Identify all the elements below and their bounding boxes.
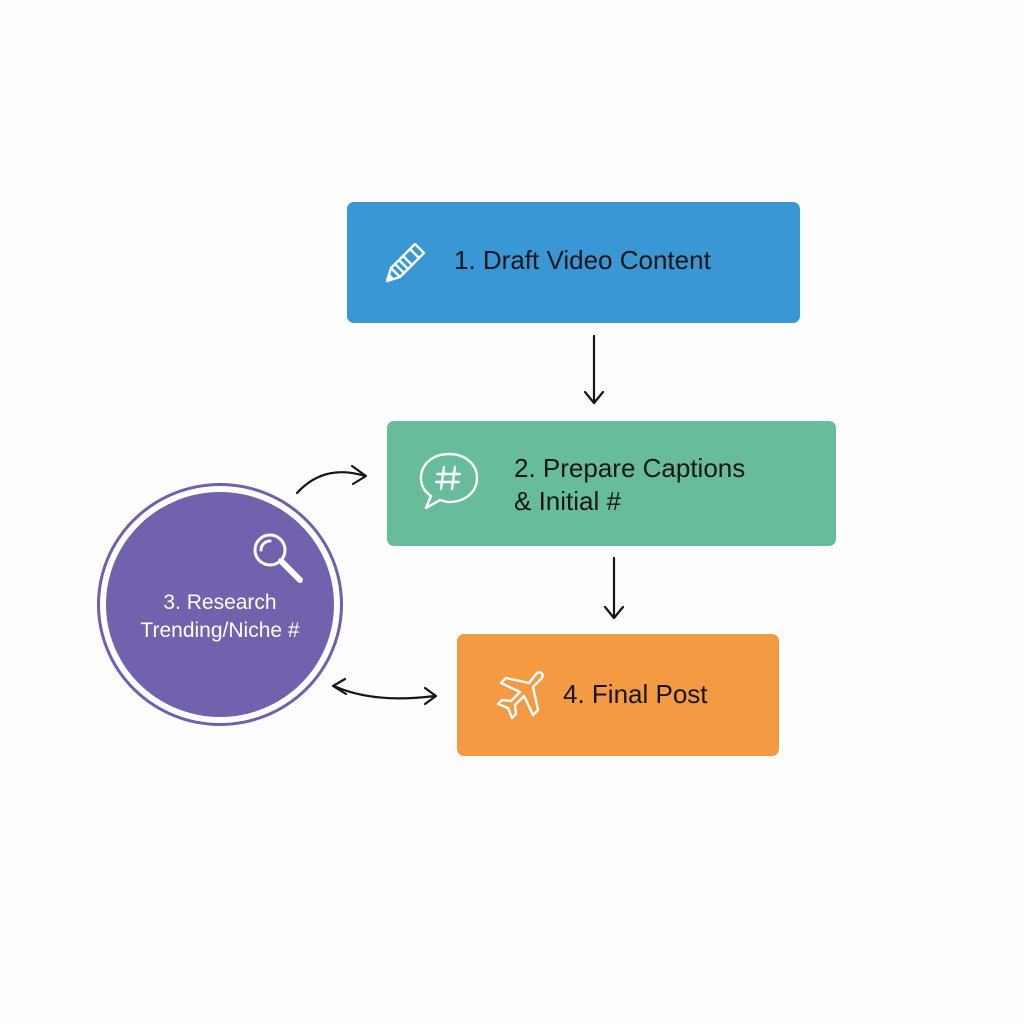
hashtag-chat-bubble-icon [419,452,479,510]
double-arrow-step3-step4 [331,677,438,706]
curved-arrow-step3-to-step2 [295,464,368,495]
pencil-icon [385,242,426,283]
step-4-label: 4. Final Post [563,679,708,709]
step-3-label: 3. Research Trending/Niche # [140,591,300,642]
step-2-box: 2. Prepare Captions & Initial # [387,421,836,546]
step-3-circle: 3. Research Trending/Niche # [97,483,343,726]
step-2-label: 2. Prepare Captions & Initial # [514,453,746,516]
step-4-box: 4. Final Post [457,634,779,756]
arrow-step2-to-step4 [603,556,625,620]
arrow-step1-to-step2 [583,334,605,405]
step-1-label: 1. Draft Video Content [454,245,711,275]
step-3-circle-fill: 3. Research Trending/Niche # [106,492,334,717]
magnifier-icon [253,533,303,583]
airplane-icon [496,671,544,720]
step-1-box: 1. Draft Video Content [347,202,800,323]
